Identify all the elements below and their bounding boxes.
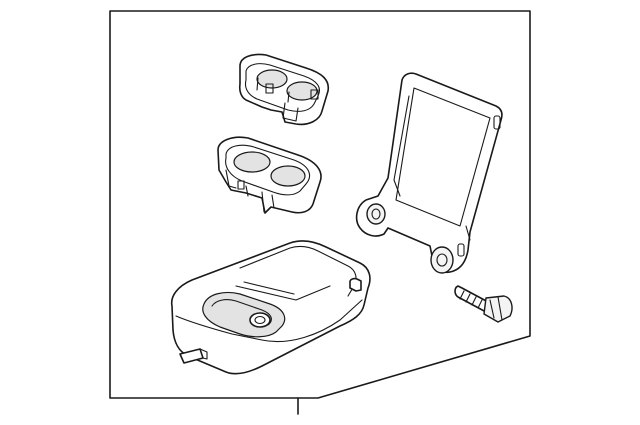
mounting-bracket[interactable] xyxy=(355,72,503,274)
armrest-assembly[interactable] xyxy=(170,240,371,375)
bracket-bolt[interactable] xyxy=(454,285,513,323)
frame-box xyxy=(109,10,531,415)
lower-cup-holder-insert[interactable] xyxy=(217,136,322,214)
upper-cup-holder-insert[interactable] xyxy=(238,53,330,126)
